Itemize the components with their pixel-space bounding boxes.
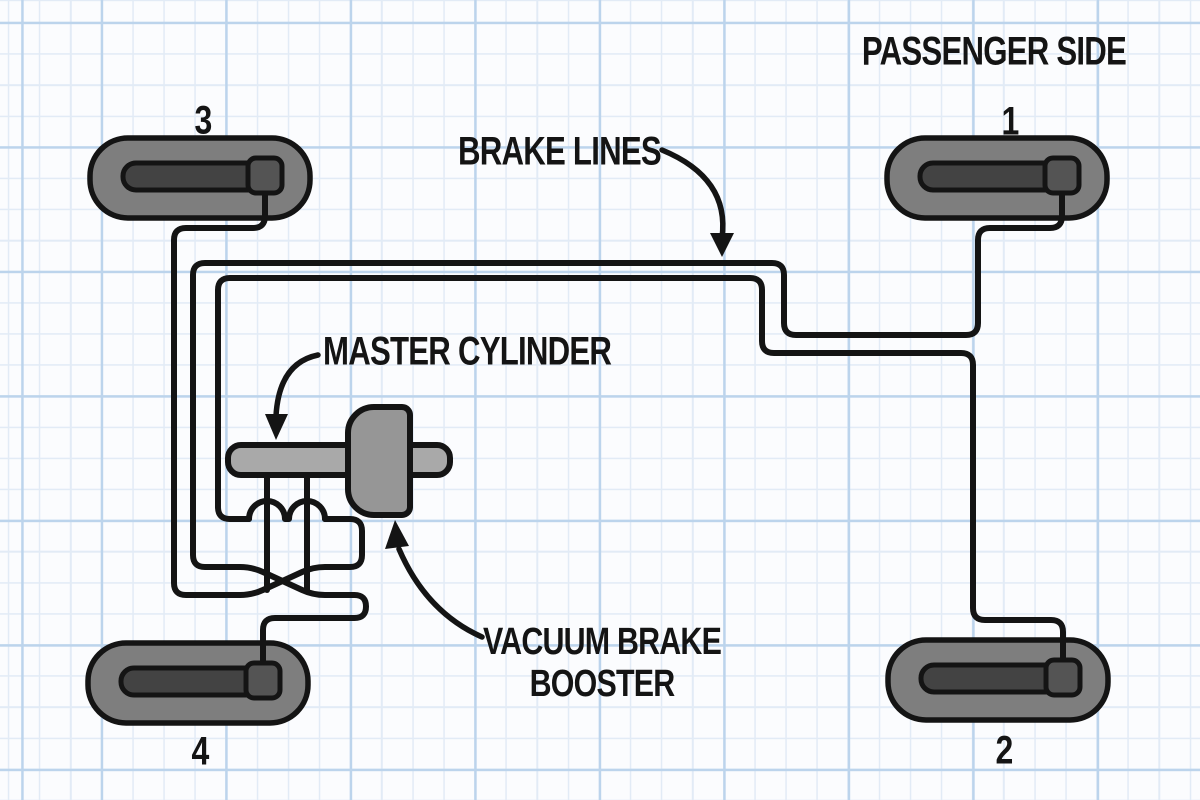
vacuum-booster-arrow-head-icon (385, 520, 409, 549)
vacuum-brake-booster-icon (345, 404, 413, 518)
wheel-4-rear-driver-hub-icon (243, 660, 283, 701)
master-cylinder-icon (225, 442, 453, 478)
brake-line-hop-arcs (246, 498, 328, 522)
wheel-3-front-driver-hub-icon (245, 155, 285, 196)
wheel-1-front-passenger-axle-icon (917, 160, 1065, 193)
vacuum-brake-booster-label: VACUUM BRAKE BOOSTER (482, 621, 722, 705)
wheel-3-number: 3 (194, 98, 213, 143)
wheel-1-number: 1 (1001, 99, 1020, 144)
master-cylinder-arrow-head-icon (265, 414, 288, 440)
brake-line-wheel3-to-hop (171, 187, 365, 598)
vacuum-booster-arrow-shaft (396, 546, 485, 640)
wheel-4-rear-driver-axle-icon (118, 665, 266, 698)
wheel-3-front-driver-axle-icon (120, 160, 268, 193)
brake-lines-arrow-head-icon (710, 233, 734, 257)
vacuum-label-line1: VACUUM BRAKE (482, 621, 722, 663)
master-cylinder-label: MASTER CYLINDER (323, 329, 612, 374)
brake-lines-arrow-shaft (659, 147, 726, 241)
wheel-2-number: 2 (995, 728, 1014, 773)
brake-lines-label: BRAKE LINES (458, 129, 662, 174)
passenger-side-label: PASSENGER SIDE (861, 29, 1127, 74)
master-cylinder-arrow-shaft (273, 352, 321, 419)
wheel-2-rear-passenger-axle-icon (918, 662, 1066, 695)
vacuum-label-line2: BOOSTER (529, 663, 676, 705)
wheel-1-front-passenger-hub-icon (1042, 155, 1082, 196)
brake-line-wheel1-to-wheel4 (190, 187, 1065, 667)
wheel-2-rear-passenger-hub-icon (1043, 657, 1083, 698)
wheel-4-number: 4 (191, 729, 210, 774)
brake-line-hop-to-wheel2 (215, 275, 1066, 667)
